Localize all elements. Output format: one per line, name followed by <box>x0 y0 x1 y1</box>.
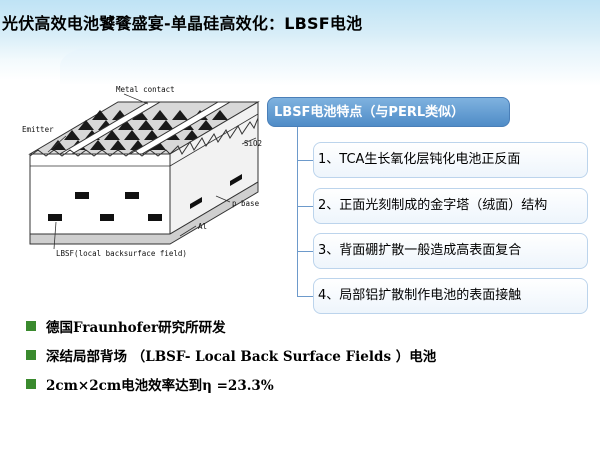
title-band-curve <box>60 46 600 86</box>
lbsf-cell-diagram: Metal contact Emitter SiO2 p base Al LBS… <box>20 84 272 272</box>
bullet-text-3: 2cm×2cm电池效率达到η =23.3% <box>46 378 274 394</box>
tree-branch-2 <box>297 206 313 207</box>
bullet-square-icon <box>26 321 36 331</box>
feature-item-2: 2、正面光刻制成的金字塔（绒面）结构 <box>313 188 588 224</box>
slide-title: 光伏高效电池饕餮盛宴-单晶硅高效化：LBSF电池 <box>2 14 363 33</box>
bullet-text-1: 德国Fraunhofer研究所研发 <box>46 320 226 336</box>
label-al: Al <box>198 222 207 231</box>
lbsf-contacts <box>48 174 242 221</box>
features-heading: LBSF电池特点（与PERL类似） <box>267 97 510 127</box>
metal-contact-leader <box>123 93 149 105</box>
feature-item-1: 1、TCA生长氧化层钝化电池正反面 <box>313 142 588 178</box>
bullet-text-2: 深结局部背场 （LBSF- Local Back Surface Fields … <box>46 349 437 365</box>
sio2-leader <box>241 137 257 145</box>
label-metal-contact: Metal contact <box>116 85 175 94</box>
tree-branch-4 <box>297 296 313 297</box>
tree-branch-1 <box>297 160 313 161</box>
label-emitter: Emitter <box>22 125 54 134</box>
cell-diagram-svg: Metal contact Emitter SiO2 p base Al LBS… <box>20 84 272 272</box>
label-sio2: SiO2 <box>244 139 262 148</box>
side-zigzag <box>169 117 259 155</box>
bullet-square-icon <box>26 350 36 360</box>
lbsf-leader <box>53 221 57 250</box>
al-leader <box>179 225 197 237</box>
feature-item-4: 4、局部铝扩散制作电池的表面接触 <box>313 278 588 314</box>
bullet-square-icon <box>26 379 36 389</box>
label-p-base: p base <box>232 199 260 208</box>
pyramid-texture <box>50 110 228 150</box>
front-zigzag <box>29 149 171 157</box>
feature-item-3: 3、背面硼扩散一般造成高表面复合 <box>313 233 588 269</box>
label-lbsf: LBSF(local backsurface field) <box>56 249 187 258</box>
tree-connector <box>297 127 298 296</box>
side-emitter-line <box>169 113 259 167</box>
emitter-leader <box>47 135 67 153</box>
tree-branch-3 <box>297 251 313 252</box>
p-base-leader <box>215 195 231 203</box>
